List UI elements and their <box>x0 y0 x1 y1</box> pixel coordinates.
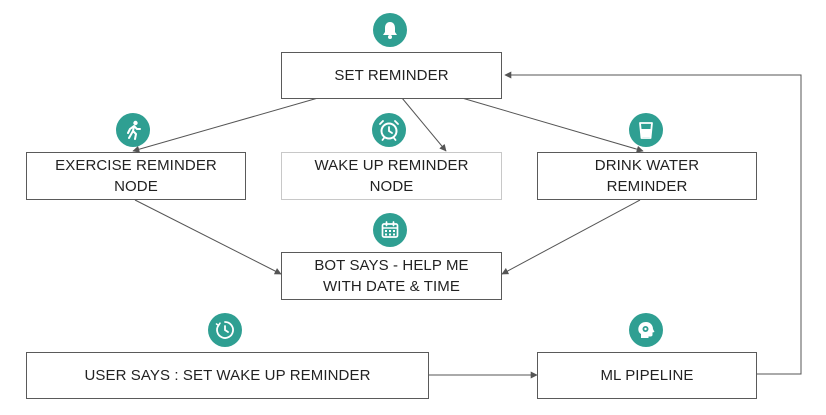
arrow-set-to-exercise <box>132 97 319 153</box>
wake-up-reminder-node: WAKE UP REMINDER NODE <box>281 152 502 200</box>
user-says-node: USER SAYS : SET WAKE UP REMINDER <box>26 352 429 399</box>
calendar-icon <box>373 213 407 247</box>
arrow-set-to-drinkwater <box>461 97 644 153</box>
drink-water-reminder-label: DRINK WATER REMINDER <box>594 157 700 195</box>
exercise-reminder-label: EXERCISE REMINDER NODE <box>55 157 217 195</box>
bot-says-label: BOT SAYS - HELP ME WITH DATE & TIME <box>314 257 469 295</box>
bell-icon <box>373 13 407 47</box>
brain-gear-icon <box>629 313 663 347</box>
water-glass-icon <box>629 113 663 147</box>
timer-icon <box>208 313 242 347</box>
arrow-set-to-wakeup <box>401 97 447 152</box>
set-reminder-node: SET REMINDER <box>281 52 502 99</box>
drink-water-reminder-node: DRINK WATER REMINDER <box>537 152 757 200</box>
arrow-ml-to-set <box>504 71 802 375</box>
bot-says-node: BOT SAYS - HELP ME WITH DATE & TIME <box>281 252 502 300</box>
ml-pipeline-label: ML PIPELINE <box>600 367 694 384</box>
set-reminder-label: SET REMINDER <box>334 67 449 84</box>
arrow-exercise-to-bot <box>134 199 282 275</box>
alarm-clock-icon <box>372 113 406 147</box>
exercise-reminder-node: EXERCISE REMINDER NODE <box>26 152 246 200</box>
user-says-label: USER SAYS : SET WAKE UP REMINDER <box>84 367 371 384</box>
ml-pipeline-node: ML PIPELINE <box>537 352 757 399</box>
wake-up-reminder-label: WAKE UP REMINDER NODE <box>314 157 469 195</box>
arrow-drinkwater-to-bot <box>501 199 641 275</box>
running-person-icon <box>116 113 150 147</box>
